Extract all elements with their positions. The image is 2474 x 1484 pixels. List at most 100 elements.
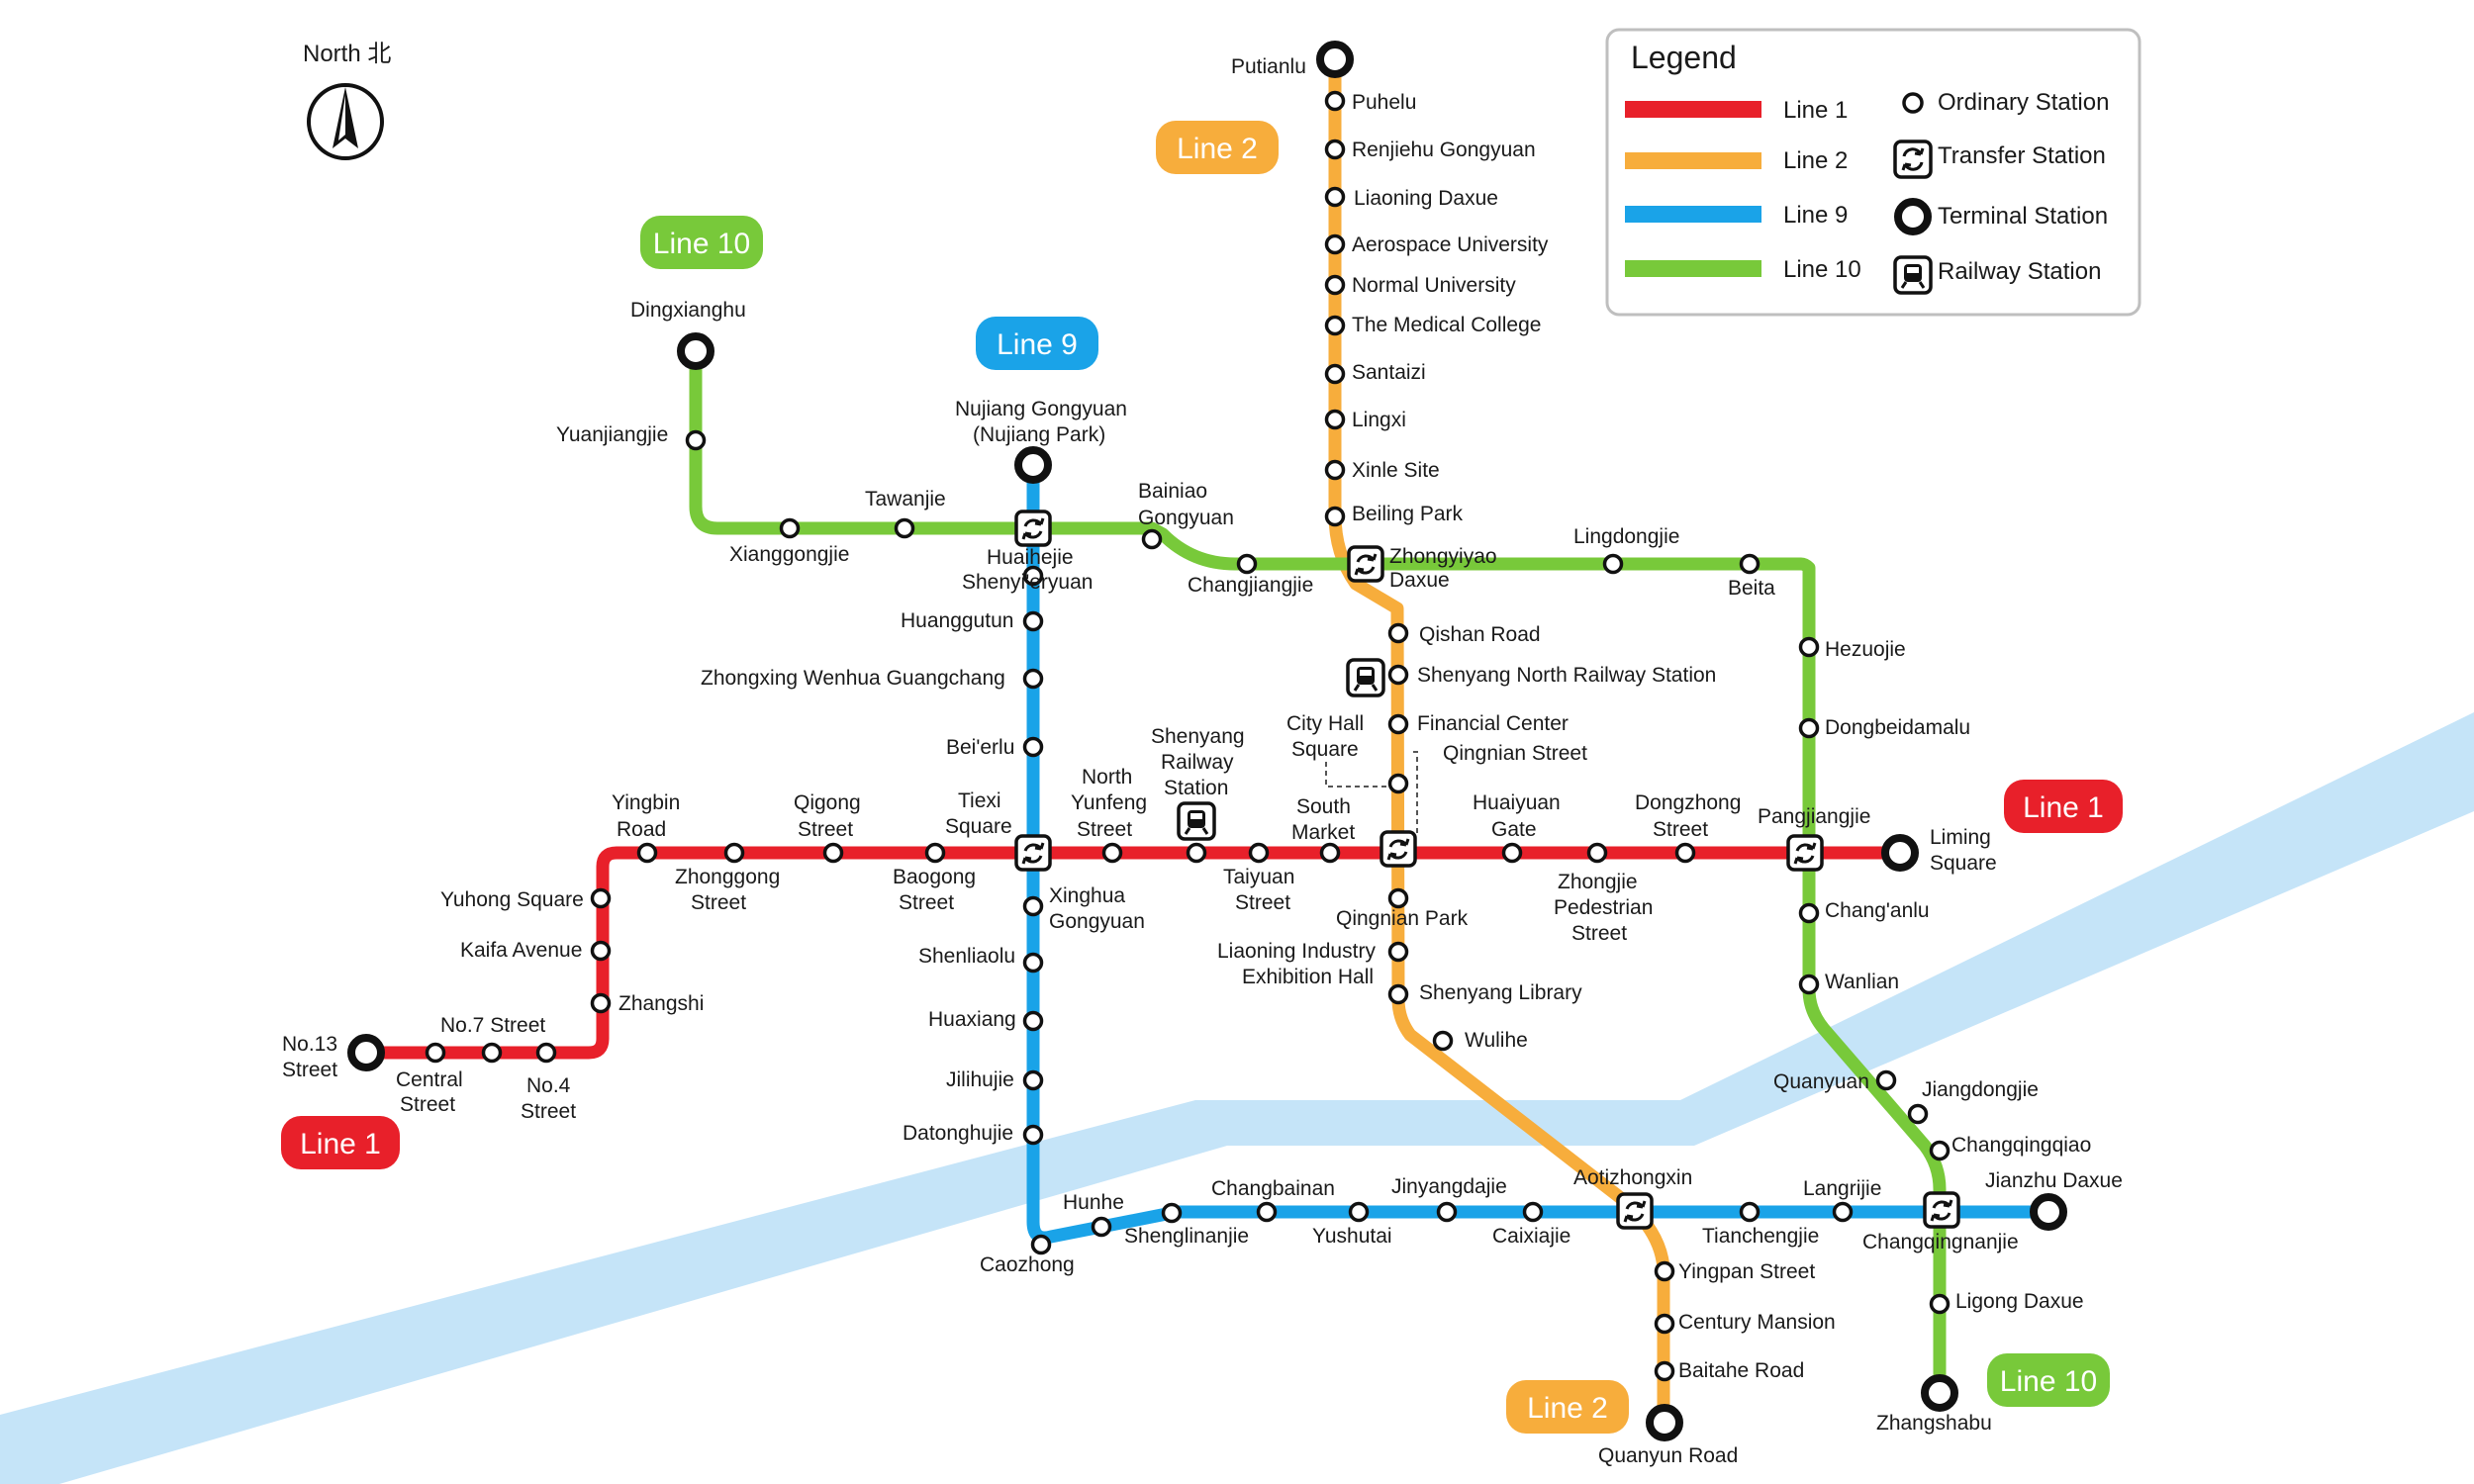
station-zhongxing-wenhua-guangchang[interactable] xyxy=(1022,668,1044,690)
terminal-station-jianzhu-daxue[interactable] xyxy=(2030,1193,2067,1231)
station-hunhe[interactable] xyxy=(1091,1216,1112,1238)
station-hezuojie[interactable] xyxy=(1798,636,1820,658)
station-wulihe[interactable] xyxy=(1432,1030,1454,1052)
station-qishan-road[interactable] xyxy=(1387,622,1409,644)
station-normal-university[interactable] xyxy=(1324,274,1346,296)
station-aerospace-university[interactable] xyxy=(1324,233,1346,255)
station-zhonggong-street[interactable] xyxy=(723,842,745,864)
station-qingnian-street[interactable] xyxy=(1387,773,1409,794)
station-yingpan-street[interactable] xyxy=(1654,1260,1675,1282)
station-century-mansion[interactable] xyxy=(1654,1313,1675,1335)
station-baogong-street[interactable] xyxy=(924,842,946,864)
station-bainiao-gongyuan[interactable] xyxy=(1141,528,1163,550)
station-puhelu[interactable] xyxy=(1324,90,1346,112)
station-dongzhong-street[interactable] xyxy=(1674,842,1696,864)
station-qingnian-park[interactable] xyxy=(1387,887,1409,909)
station-financial-center[interactable] xyxy=(1387,713,1409,735)
city-hall-connector xyxy=(1325,762,1389,788)
station-xinle-site[interactable] xyxy=(1324,459,1346,481)
legend-railway-station-icon xyxy=(1893,255,1933,295)
station-beiling-park[interactable] xyxy=(1324,506,1346,527)
station-label-aerospace-university: Aerospace University xyxy=(1352,233,1549,256)
station-datonghujie[interactable] xyxy=(1022,1124,1044,1146)
station-tianchengjie[interactable] xyxy=(1739,1201,1760,1223)
station-south-market[interactable] xyxy=(1319,842,1341,864)
station-no-7-street[interactable] xyxy=(481,1042,503,1064)
transfer-station-city-hall-square[interactable] xyxy=(1380,830,1417,868)
station-no-4-street[interactable] xyxy=(535,1042,557,1064)
station-zhangshi[interactable] xyxy=(590,992,612,1014)
station-dongbeidamalu[interactable] xyxy=(1798,717,1820,739)
terminal-station-nujiang-gongyuan-nujiang-park[interactable] xyxy=(1014,446,1052,484)
station-shenyang-library[interactable] xyxy=(1387,983,1409,1005)
station-label-no-7-street: No.7 Street xyxy=(440,1014,545,1037)
station-baitahe-road[interactable] xyxy=(1654,1360,1675,1382)
station-label-yuanjiangjie: Yuanjiangjie xyxy=(556,423,668,446)
station-label-yingbin-road: Yingbin xyxy=(612,791,680,814)
transfer-station-tiexi-square[interactable] xyxy=(1014,834,1052,872)
station-shenyang-north-railway-station[interactable] xyxy=(1387,664,1409,686)
station-north-yunfeng-street[interactable] xyxy=(1101,842,1123,864)
station-quanyuan[interactable] xyxy=(1875,1069,1897,1091)
station-caozhong[interactable] xyxy=(1030,1234,1052,1255)
station-bei-erlu[interactable] xyxy=(1022,736,1044,758)
station-santaizi[interactable] xyxy=(1324,363,1346,385)
station-label-dingxianghu: Dingxianghu xyxy=(630,299,746,322)
station-changbainan[interactable] xyxy=(1256,1201,1278,1223)
station-wanlian[interactable] xyxy=(1798,974,1820,995)
station-lingxi[interactable] xyxy=(1324,409,1346,430)
station-changjiangjie[interactable] xyxy=(1236,553,1258,575)
station-caixiajie[interactable] xyxy=(1522,1201,1544,1223)
station-tawanjie[interactable] xyxy=(894,517,915,539)
transfer-station-pangjiangjie[interactable] xyxy=(1786,834,1824,872)
station-jiangdongjie[interactable] xyxy=(1907,1103,1929,1125)
station-label-pangjiangjie: Pangjiangjie xyxy=(1758,805,1870,828)
station-kaifa-avenue[interactable] xyxy=(590,940,612,962)
station-xianggongjie[interactable] xyxy=(779,517,801,539)
station-yushutai[interactable] xyxy=(1348,1201,1370,1223)
station-huaxiang[interactable] xyxy=(1022,1010,1044,1032)
station-xinghua-gongyuan[interactable] xyxy=(1022,895,1044,917)
station-shenyi-eryuan[interactable] xyxy=(1022,565,1044,587)
station-yingbin-road[interactable] xyxy=(636,842,658,864)
station-the-medical-college[interactable] xyxy=(1324,315,1346,336)
station-jinyangdajie[interactable] xyxy=(1436,1201,1458,1223)
station-shenliaolu[interactable] xyxy=(1022,952,1044,974)
station-shenyang-railway-station[interactable] xyxy=(1186,842,1207,864)
station-qigong-street[interactable] xyxy=(822,842,844,864)
station-liaoning-daxue[interactable] xyxy=(1324,186,1346,208)
legend-terminal-station-icon xyxy=(1894,198,1932,235)
station-yuhong-square[interactable] xyxy=(590,887,612,909)
station-label-beiling-park: Beiling Park xyxy=(1352,503,1464,525)
station-yuanjiangjie[interactable] xyxy=(685,429,707,451)
terminal-station-quanyun-road[interactable] xyxy=(1646,1404,1683,1441)
station-beita[interactable] xyxy=(1739,553,1760,575)
transfer-station-changqingnanjie[interactable] xyxy=(1923,1191,1960,1229)
station-changqingqiao[interactable] xyxy=(1929,1140,1951,1161)
terminal-station-liming-square[interactable] xyxy=(1881,834,1919,872)
station-shenglinanjie[interactable] xyxy=(1161,1202,1183,1224)
station-renjiehu-gongyuan[interactable] xyxy=(1324,139,1346,160)
terminal-station-zhangshabu[interactable] xyxy=(1921,1374,1958,1412)
station-label-tiexi-square: Square xyxy=(945,815,1012,838)
station-central-street[interactable] xyxy=(425,1042,446,1064)
terminal-station-dingxianghu[interactable] xyxy=(677,332,714,370)
station-huaiyuan-gate[interactable] xyxy=(1501,842,1523,864)
station-lingdongjie[interactable] xyxy=(1602,553,1624,575)
station-liaoning-industry-exhibition-hall[interactable] xyxy=(1387,941,1409,963)
line-badge: Line 1 xyxy=(2004,780,2123,833)
station-zhongjie-pedestrian-street[interactable] xyxy=(1586,842,1608,864)
station-taiyuan-street[interactable] xyxy=(1248,842,1270,864)
transfer-station-zhongyiyao-daxue[interactable] xyxy=(1347,545,1384,583)
terminal-station-putianlu[interactable] xyxy=(1316,41,1354,78)
terminal-station-no-13-street[interactable] xyxy=(347,1034,385,1071)
station-jilihujie[interactable] xyxy=(1022,1069,1044,1091)
station-ligong-daxue[interactable] xyxy=(1929,1293,1951,1315)
station-langrijie[interactable] xyxy=(1832,1201,1854,1223)
transfer-station-huaihejie[interactable] xyxy=(1014,510,1052,547)
station-huanggutun[interactable] xyxy=(1022,610,1044,632)
station-chang-anlu[interactable] xyxy=(1798,902,1820,924)
transfer-station-aotizhongxin[interactable] xyxy=(1616,1192,1654,1230)
station-label-bainiao-gongyuan: Gongyuan xyxy=(1138,507,1234,529)
station-label-santaizi: Santaizi xyxy=(1352,361,1426,384)
